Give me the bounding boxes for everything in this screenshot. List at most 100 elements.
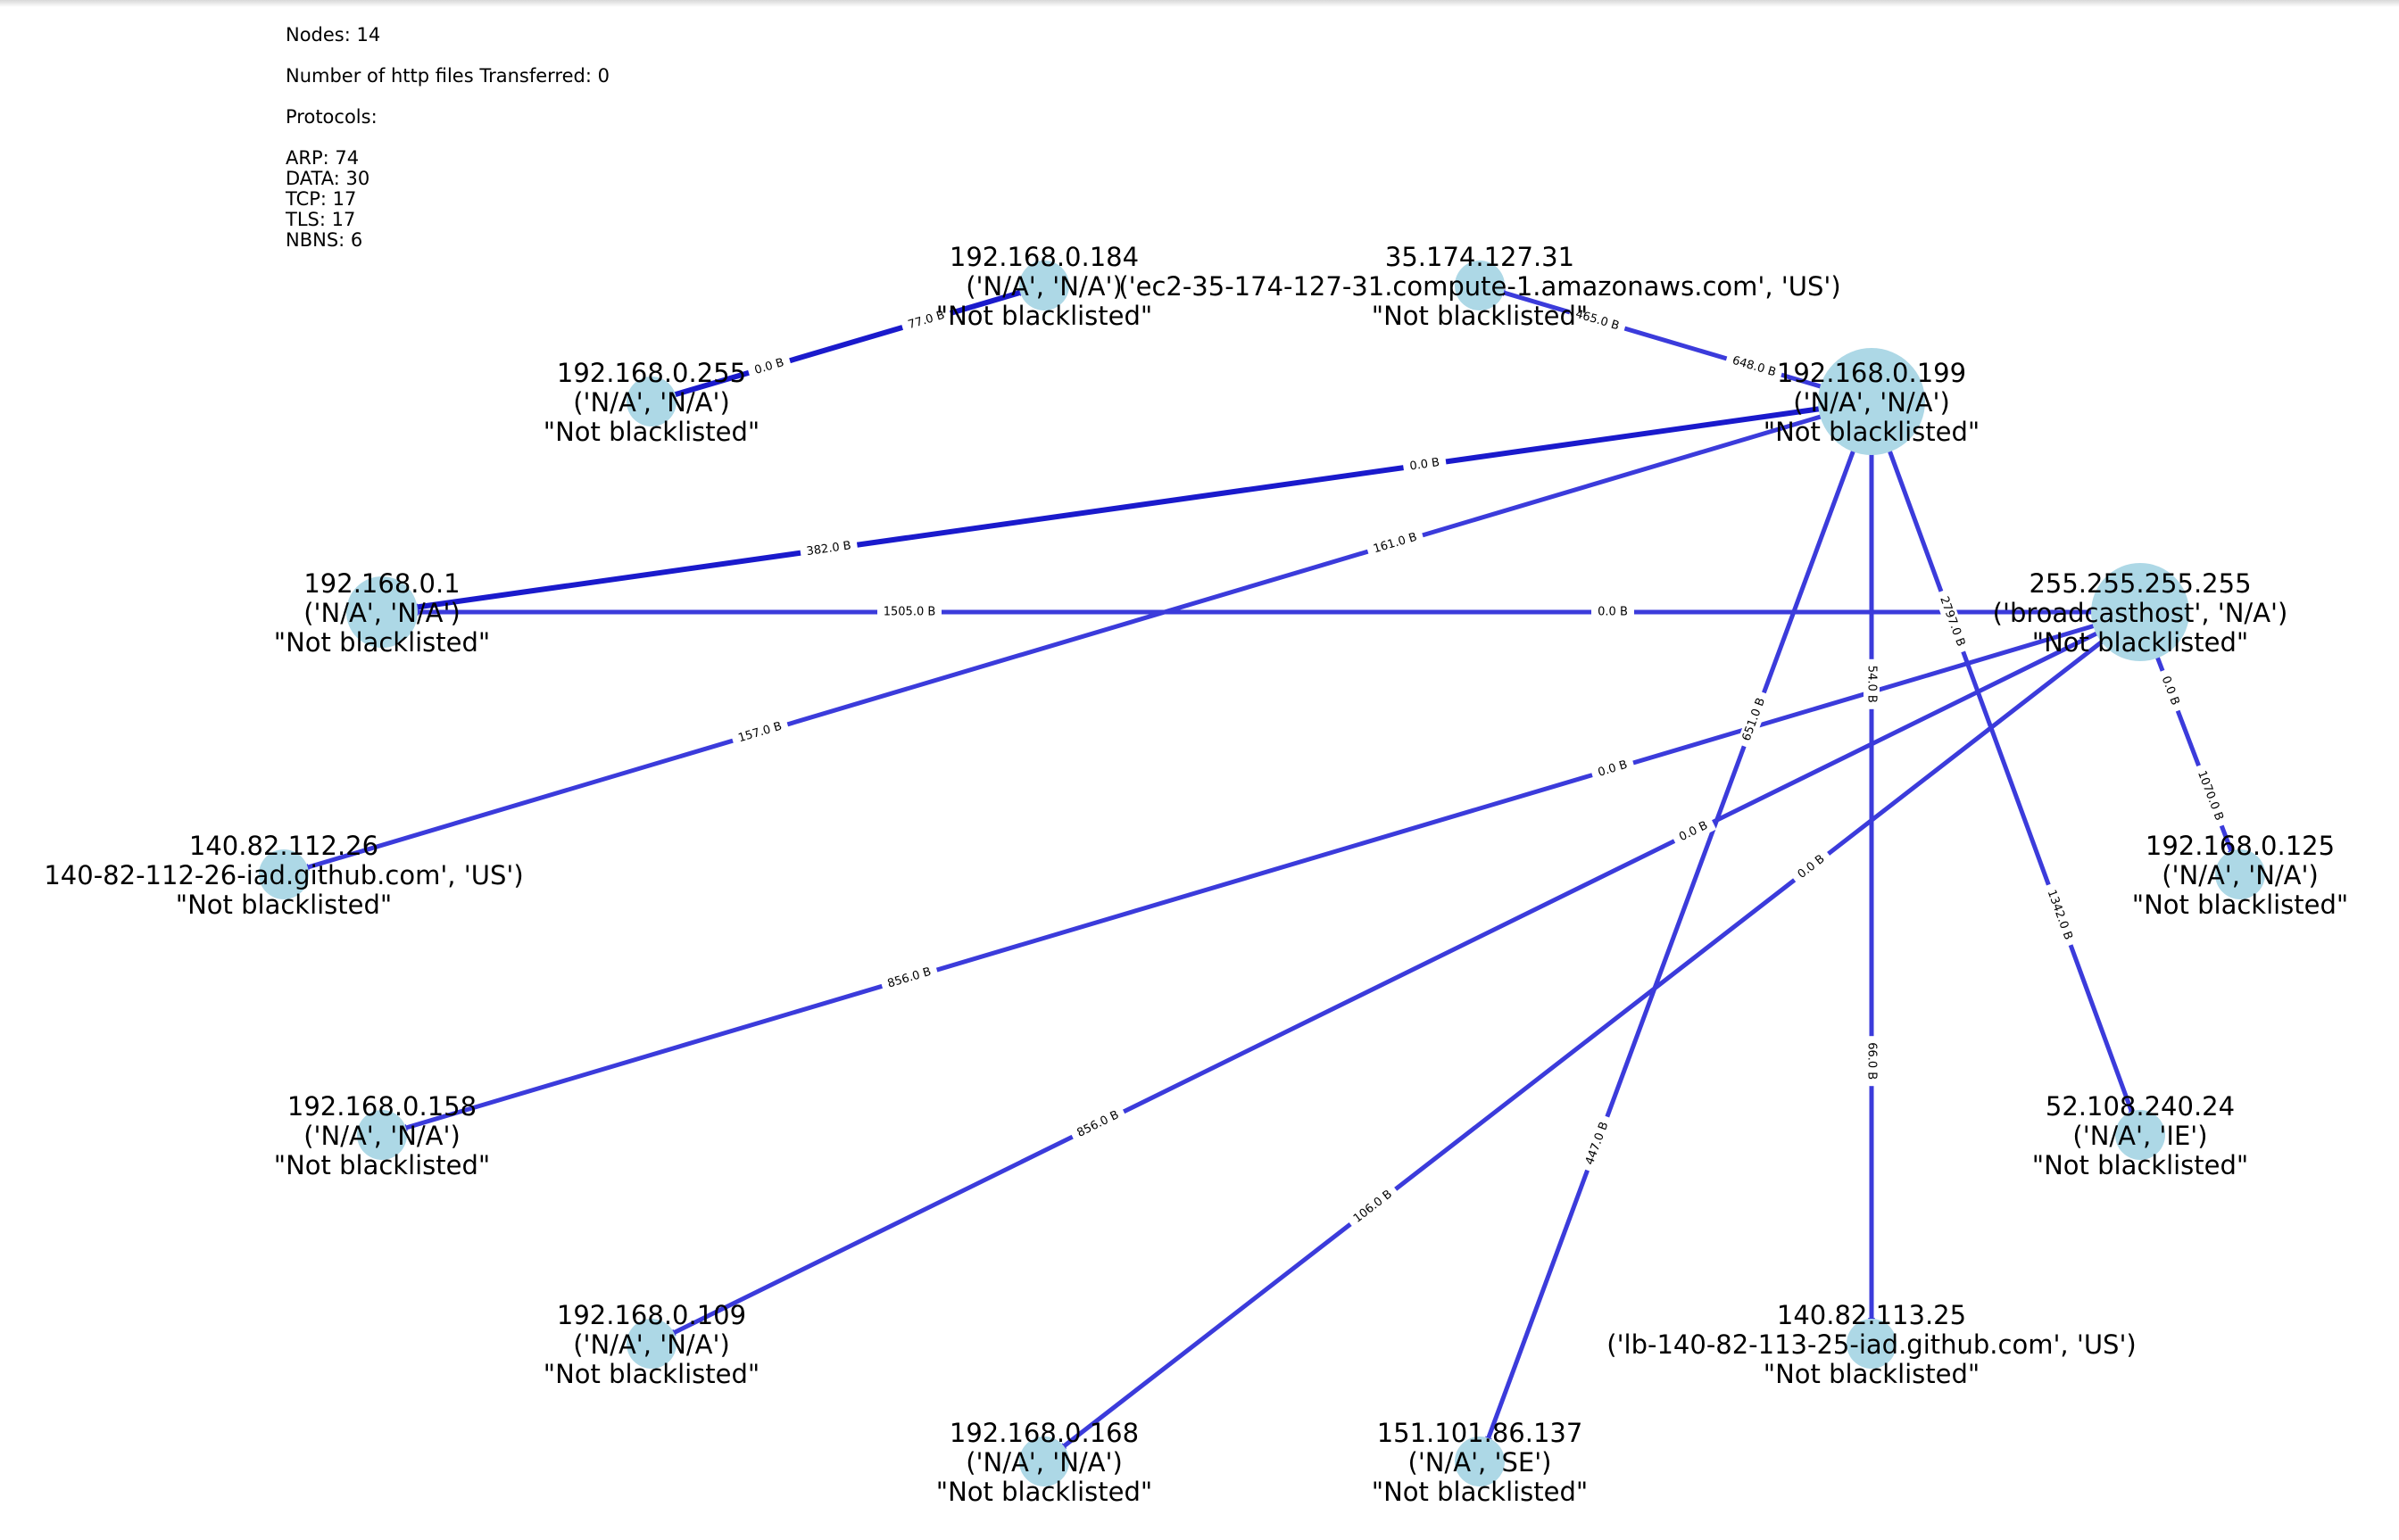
edge-label-text: 1342.0 B	[2045, 888, 2075, 941]
edge-192-168-0-199-to-192-168-0-1	[411, 399, 1872, 611]
node-label-line: "Not blacklisted"	[936, 1477, 1153, 1507]
edge-label-bg	[2040, 882, 2079, 948]
node-140-82-112-26[interactable]	[259, 849, 309, 899]
node-label-line: ('N/A', 'IE')	[2072, 1121, 2207, 1151]
edge-label-9-1: 856.0 B	[879, 962, 940, 994]
edge-label-7-1: 1342.0 B	[2040, 882, 2079, 948]
node-35-174-127-31[interactable]	[1455, 261, 1505, 310]
node-label-line: 140.82.113.25	[1777, 1300, 1966, 1330]
node-label-line: "Not blacklisted"	[936, 301, 1153, 331]
edge-label-8-0: 0.0 B	[2154, 667, 2186, 714]
edge-label-bg	[1591, 604, 1634, 620]
edge-label-text: 157.0 B	[736, 720, 783, 746]
edge-label-bg	[1590, 755, 1636, 783]
node-label-192-168-0-109: 192.168.0.109('N/A', 'N/A')"Not blacklis…	[544, 1300, 760, 1389]
node-label-line: ('N/A', 'N/A')	[573, 387, 730, 418]
edge-label-bg	[1671, 815, 1717, 849]
protocol-tls: TLS: 17	[286, 209, 356, 230]
node-192-168-0-199[interactable]	[1818, 348, 1925, 455]
node-label-line: "Not blacklisted"	[1764, 417, 1980, 447]
edge-label-text: 161.0 B	[1372, 531, 1418, 557]
edge-label-6-0: 54.0 B	[1864, 658, 1880, 709]
edge-label-bg	[877, 604, 942, 620]
edge-label-3-1: 157.0 B	[730, 716, 790, 749]
node-192-168-0-168[interactable]	[1019, 1437, 1069, 1486]
node-192-168-0-158[interactable]	[357, 1110, 407, 1160]
edge-label-text: 1505.0 B	[884, 606, 936, 619]
edge-label-3-0: 161.0 B	[1366, 527, 1425, 559]
node-label-line: 35.174.127.31	[1385, 242, 1574, 272]
node-label-line: 192.168.0.109	[557, 1300, 746, 1330]
edge-255-255-255-255-to-192-168-0-168	[1058, 610, 2142, 1452]
protocols-heading: Protocols:	[286, 106, 378, 128]
node-label-line: "Not blacklisted"	[544, 1359, 760, 1389]
edge-label-text: 856.0 B	[886, 965, 933, 991]
edge-label-bg	[1580, 1114, 1615, 1173]
edge-192-168-0-199-to-151-101-86-137	[1484, 401, 1874, 1445]
node-52-108-240-24[interactable]	[2115, 1110, 2165, 1160]
node-label-line: 140-82-112-26-iad.github.com', 'US')	[44, 860, 523, 890]
node-label-line: "Not blacklisted"	[1372, 1477, 1589, 1507]
node-140-82-113-25[interactable]	[1847, 1319, 1897, 1369]
edge-label-6-1: 66.0 B	[1864, 1036, 1880, 1087]
edge-label-text: 2797.0 B	[1937, 595, 1967, 649]
edge-label-bg	[1864, 1036, 1880, 1087]
edge-255-255-255-255-to-192-168-0-158	[400, 609, 2141, 1132]
edge-label-2-0: 0.0 B	[1402, 453, 1448, 476]
node-label-line: "Not blacklisted"	[2032, 1150, 2249, 1180]
node-label-line: "Not blacklisted"	[544, 417, 760, 447]
edge-label-text: 0.0 B	[1409, 456, 1441, 474]
node-255-255-255-255[interactable]	[2091, 563, 2189, 661]
protocol-nbns: NBNS: 6	[286, 229, 363, 251]
edge-label-text: 106.0 B	[1351, 1188, 1395, 1226]
node-label-line: 192.168.0.199	[1777, 358, 1966, 388]
node-label-255-255-255-255: 255.255.255.255('broadcasthost', 'N/A')"…	[1993, 568, 2288, 658]
edge-label-5-0: 651.0 B	[1736, 690, 1772, 749]
nodes-count: Nodes: 14	[286, 24, 381, 46]
node-192-168-0-184[interactable]	[1019, 261, 1069, 310]
protocol-data: DATA: 30	[286, 168, 370, 189]
node-label-192-168-0-125: 192.168.0.125('N/A', 'N/A')"Not blacklis…	[2132, 831, 2349, 920]
node-192-168-0-109[interactable]	[627, 1319, 677, 1369]
edge-label-bg	[799, 536, 859, 561]
node-label-line: ('broadcasthost', 'N/A')	[1993, 598, 2288, 628]
node-label-192-168-0-199: 192.168.0.199('N/A', 'N/A')"Not blacklis…	[1764, 358, 1980, 447]
node-label-line: ('N/A', 'N/A')	[1793, 387, 1950, 418]
node-label-line: 192.168.0.125	[2146, 831, 2335, 861]
node-label-192-168-0-1: 192.168.0.1('N/A', 'N/A')"Not blackliste…	[274, 568, 491, 658]
edge-label-7-0: 2797.0 B	[1933, 588, 1971, 655]
edge-label-bg	[1068, 1104, 1128, 1145]
node-label-line: ('N/A', 'N/A')	[573, 1329, 730, 1360]
http-files-count: Number of http files Transferred: 0	[286, 65, 610, 87]
node-label-line: 192.168.0.255	[557, 358, 746, 388]
node-label-line: 192.168.0.158	[287, 1091, 477, 1122]
edge-192-168-0-255-to-192-168-0-184	[651, 288, 1026, 404]
node-label-line: 52.108.240.24	[2046, 1091, 2235, 1122]
node-label-line: "Not blacklisted"	[2032, 627, 2249, 658]
edge-label-text: 66.0 B	[1865, 1042, 1879, 1080]
edge-label-bg	[1789, 847, 1834, 887]
edge-label-bg	[746, 352, 793, 381]
node-192-168-0-1[interactable]	[346, 576, 418, 648]
edge-label-9-0: 0.0 B	[1590, 755, 1636, 783]
node-label-line: 192.168.0.168	[950, 1418, 1139, 1448]
node-151-101-86-137[interactable]	[1455, 1437, 1505, 1486]
edge-label-bg	[1567, 304, 1627, 336]
edge-label-0-0: 0.0 B	[746, 352, 793, 381]
node-label-line: ('N/A', 'N/A')	[2162, 860, 2319, 890]
node-192-168-0-255[interactable]	[627, 377, 677, 426]
node-label-line: ('N/A', 'N/A')	[303, 598, 461, 628]
edge-label-bg	[1736, 690, 1772, 749]
edge-label-1-0: 648.0 B	[1724, 351, 1784, 383]
edge-label-2-1: 382.0 B	[799, 536, 859, 561]
edge-label-bg	[1864, 658, 1880, 709]
node-label-192-168-0-158: 192.168.0.158('N/A', 'N/A')"Not blacklis…	[274, 1091, 491, 1180]
node-label-line: "Not blacklisted"	[1764, 1359, 1980, 1389]
edge-label-5-1: 447.0 B	[1580, 1114, 1615, 1173]
node-192-168-0-125[interactable]	[2215, 849, 2265, 899]
edge-label-bg	[1345, 1182, 1401, 1231]
edge-label-bg	[730, 716, 790, 749]
protocol-tcp: TCP: 17	[286, 188, 357, 210]
